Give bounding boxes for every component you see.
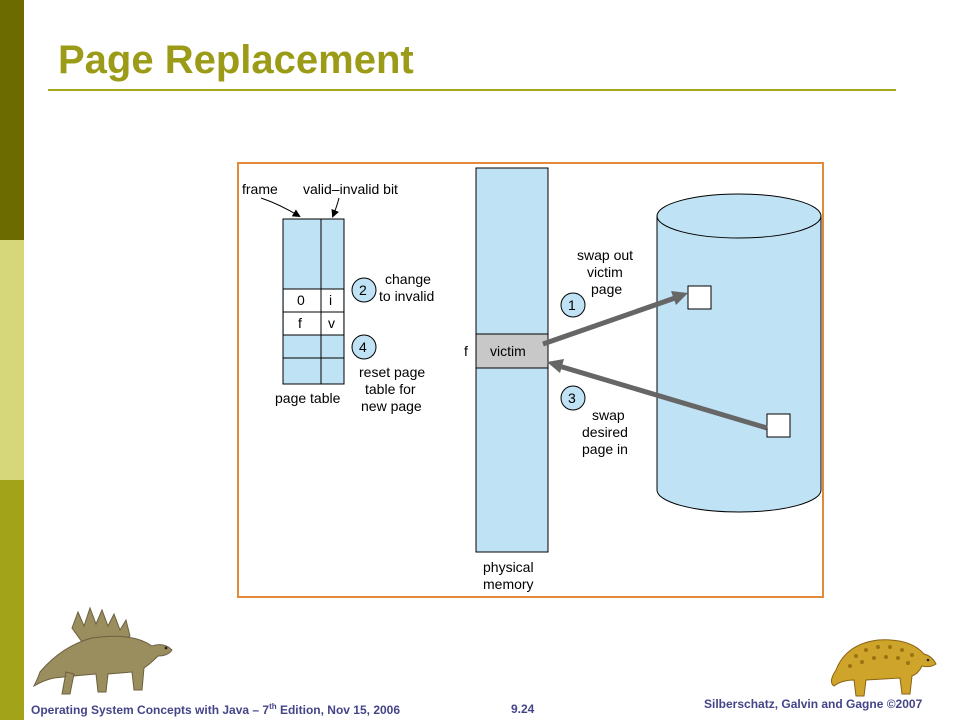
step-1-text-line-3: page <box>591 281 622 297</box>
footer-course-suffix: Edition, Nov 15, 2006 <box>276 703 401 717</box>
page-number: 9.24 <box>511 702 535 716</box>
step-3-badge <box>560 385 586 411</box>
desired-page-box <box>766 413 791 438</box>
footer-course-prefix: Operating System Concepts with Java – 7 <box>31 703 270 717</box>
step-2-badge <box>351 277 377 303</box>
page-table-label: page table <box>275 390 341 406</box>
step-1-number: 1 <box>568 297 576 313</box>
step-3-text-line-3: page in <box>582 441 628 457</box>
victim-label: victim <box>490 343 526 359</box>
swap-out-arrow <box>542 291 688 347</box>
step-1-badge <box>560 292 586 318</box>
step-3-text-line-2: desired <box>582 424 628 440</box>
swap-in-arrow <box>547 359 768 431</box>
page-replacement-diagram: frame valid–invalid bit 0 i f v page tab… <box>237 162 824 598</box>
sidebar-bar-mid <box>0 480 24 720</box>
step-3-text-line-1: swap <box>592 407 625 423</box>
page-table-bit-i: i <box>329 292 332 308</box>
page-table-frame-f: f <box>298 315 302 331</box>
step-3-number: 3 <box>568 390 576 406</box>
backing-store-disk <box>656 193 822 513</box>
page-table <box>282 218 345 385</box>
page-table-frame-0: 0 <box>297 292 305 308</box>
victim-frame <box>475 333 549 369</box>
title-rule <box>48 89 896 91</box>
frame-f-label: f <box>464 343 468 359</box>
bit-pointer-arrow <box>331 197 340 218</box>
step-4-number: 4 <box>359 339 367 355</box>
stegosaurus-dinosaur-icon <box>32 606 173 695</box>
slide-title: Page Replacement <box>58 38 414 82</box>
ankylosaurus-dinosaur-icon <box>830 639 937 697</box>
step-4-badge <box>351 334 377 360</box>
footer-course-info: Operating System Concepts with Java – 7t… <box>31 702 400 717</box>
step-2-text-line-2: to invalid <box>379 288 434 304</box>
valid-invalid-label: valid–invalid bit <box>303 181 398 197</box>
physical-memory-label-line-2: memory <box>483 576 534 592</box>
step-4-text-line-3: new page <box>361 398 422 414</box>
sidebar-bar-light <box>0 240 24 480</box>
step-1-text-line-1: swap out <box>577 247 633 263</box>
step-2-text-line-1: change <box>385 271 431 287</box>
page-table-bit-v: v <box>328 315 335 331</box>
footer-course-sup: th <box>269 702 277 711</box>
step-4-text-line-1: reset page <box>359 364 425 380</box>
step-4-text-line-2: table for <box>365 381 416 397</box>
swapped-out-page-box <box>687 285 712 310</box>
sidebar-bar-dark <box>0 0 24 240</box>
step-2-number: 2 <box>359 282 367 298</box>
footer-copyright: Silberschatz, Galvin and Gagne ©2007 <box>704 697 923 711</box>
physical-memory-label-line-1: physical <box>483 559 534 575</box>
frame-pointer-arrow <box>260 197 301 218</box>
frame-label: frame <box>242 181 278 197</box>
step-1-text-line-2: victim <box>587 264 623 280</box>
